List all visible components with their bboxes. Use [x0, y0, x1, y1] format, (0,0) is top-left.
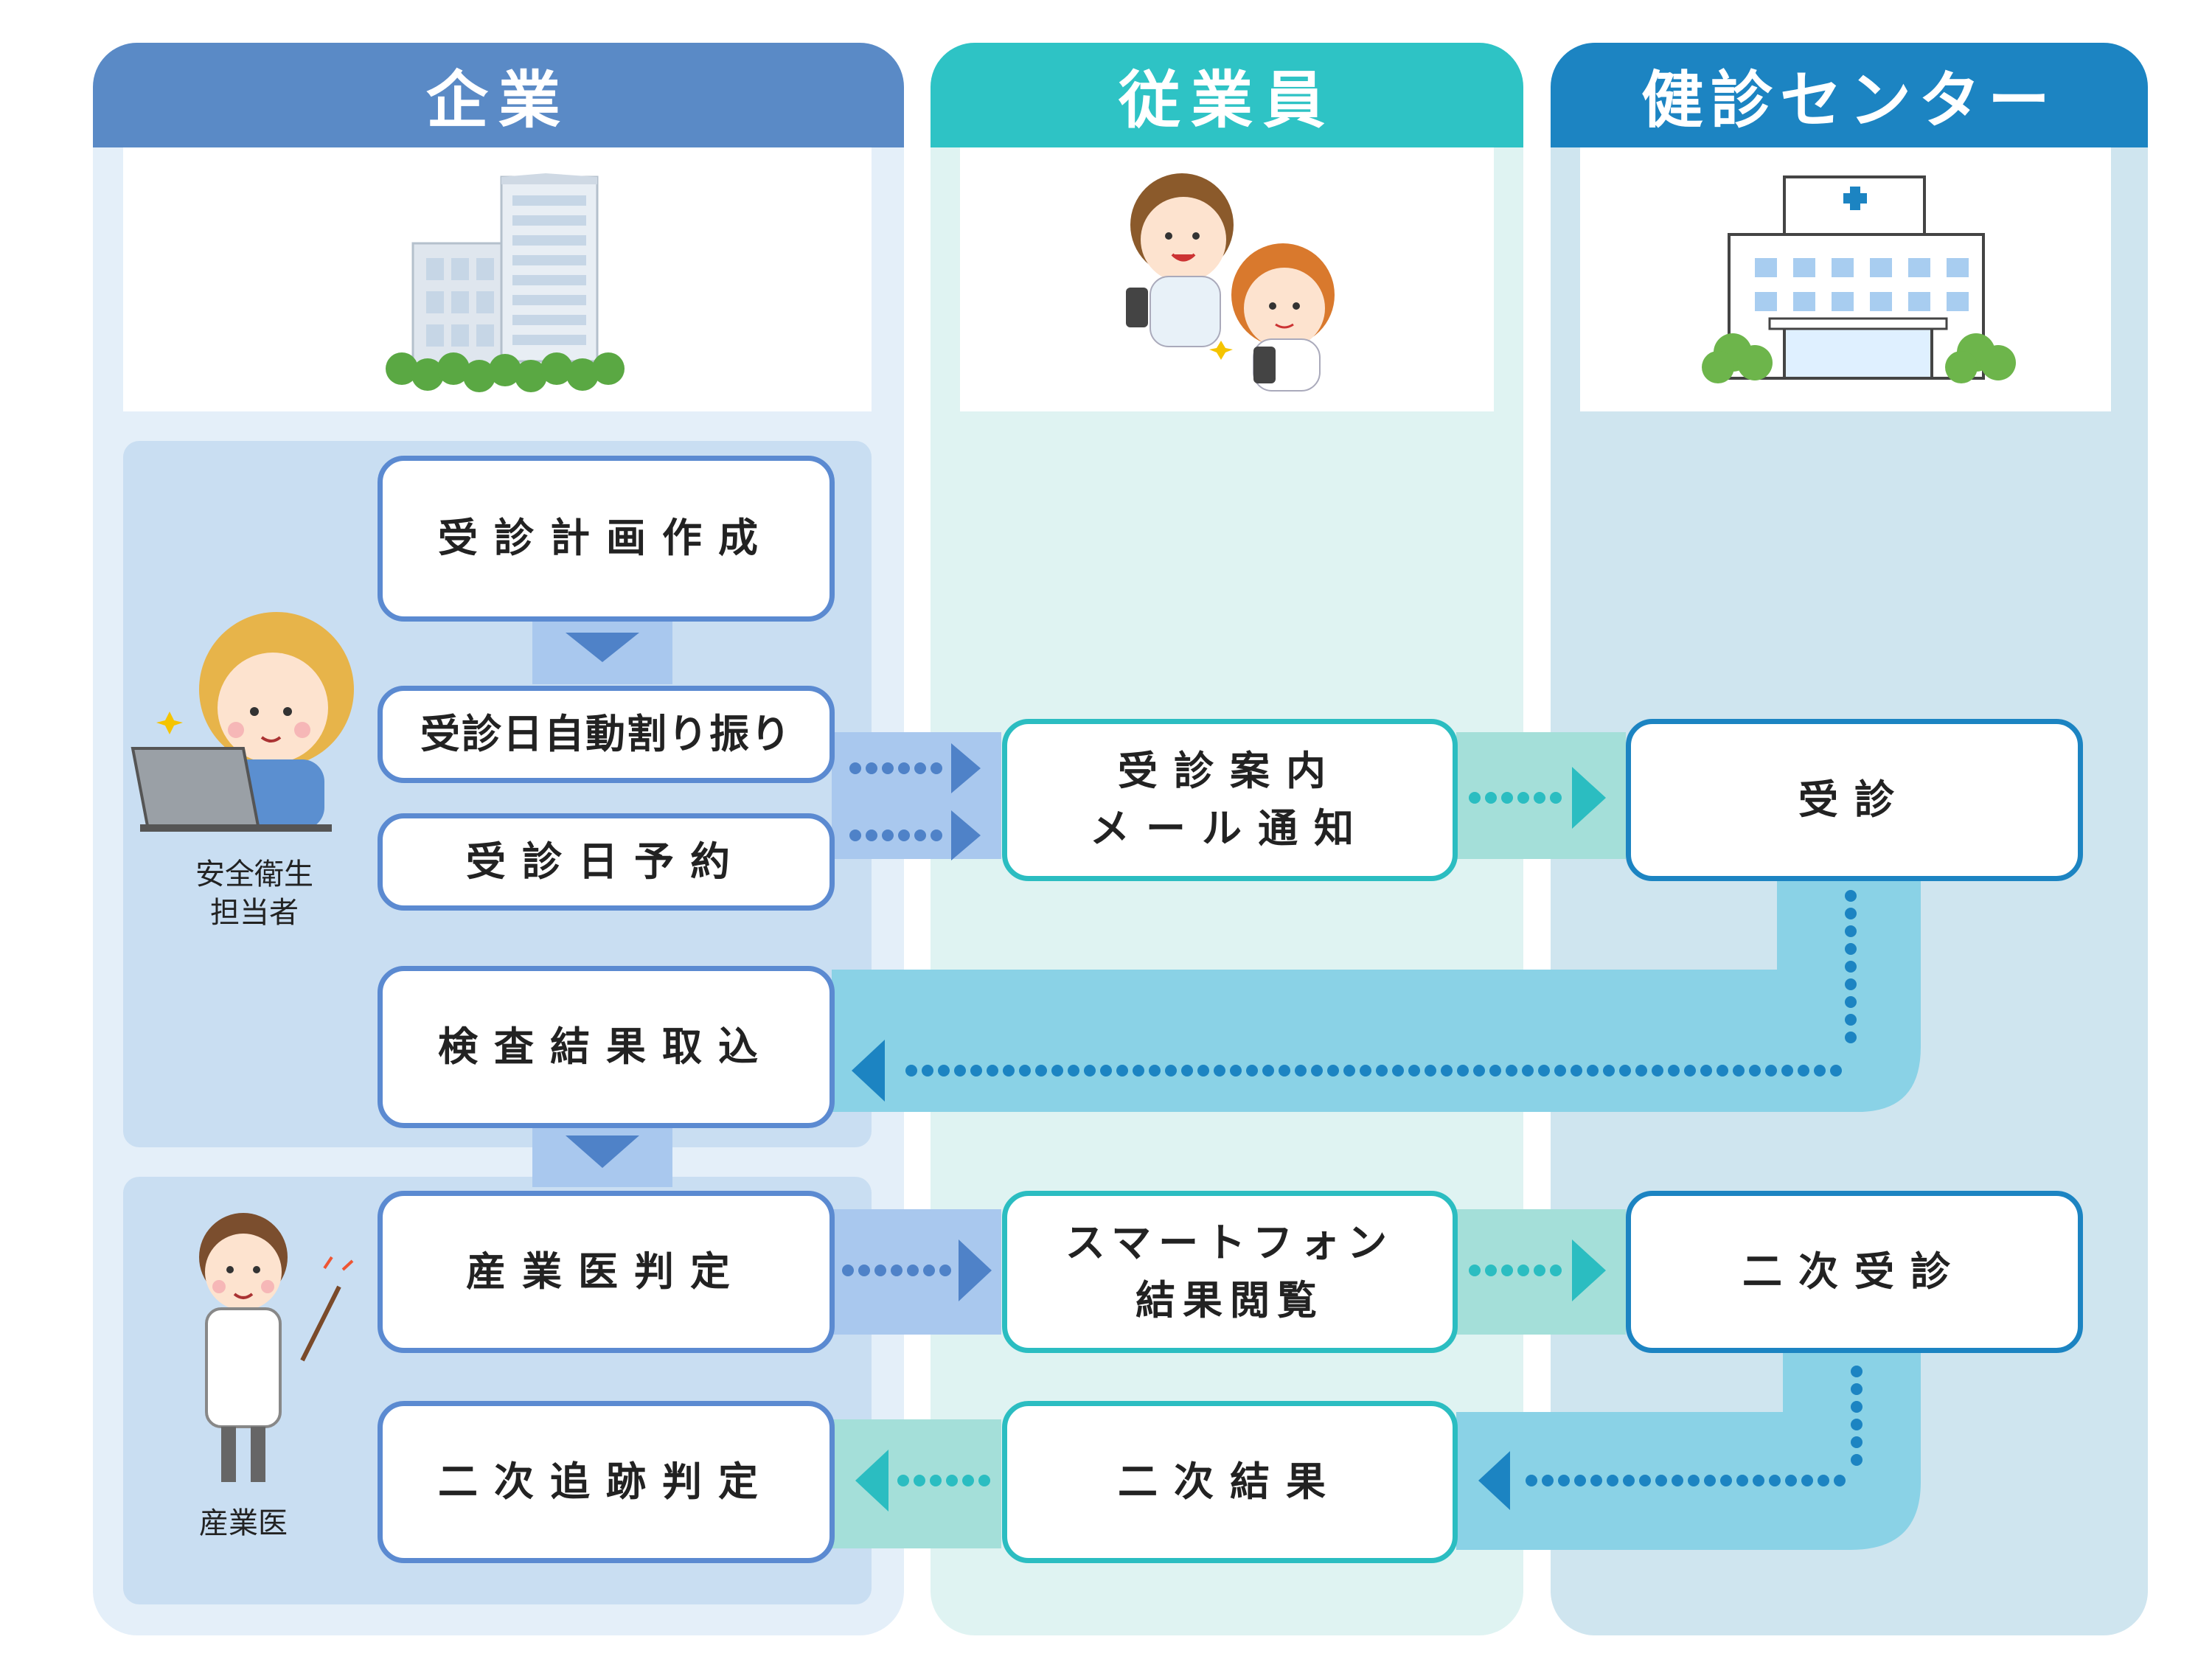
step-import-results: 検査結果取込: [378, 966, 835, 1128]
step-second-result: 二次結果: [1002, 1401, 1458, 1563]
column-center-header: 健診センター: [1551, 43, 2148, 147]
step-auto-assign: 受診日自動割り振り: [378, 686, 835, 783]
employees-smartphone-icon: [1126, 173, 1335, 392]
column-center-title: 健診センター: [1641, 63, 2057, 136]
column-employee-title: 従業員: [1118, 63, 1335, 136]
step-plan: 受診計画作成: [378, 456, 835, 622]
down-arrow-1: [566, 633, 639, 662]
arrow-to-second-result: [1478, 1451, 1510, 1510]
down-arrow-2: [566, 1135, 639, 1168]
doctor-pointer-icon: [199, 1213, 354, 1482]
office-building-icon: [386, 173, 625, 392]
band-exam-to-import: [832, 877, 1921, 1112]
band-second-exam-to-result: [1456, 1349, 1921, 1550]
industrial-doctor-label: 産業医: [199, 1506, 288, 1540]
step-doctor-judgment: 産業医判定: [378, 1191, 835, 1353]
step-second-exam: 二次受診: [1626, 1191, 2083, 1353]
step-mail-notice: 受診案内 メール通知: [1002, 719, 1458, 881]
step-smartphone-view: スマートフォン 結果閲覧: [1002, 1191, 1458, 1353]
column-company-title: 企業: [425, 63, 571, 136]
dotted-arrows: [842, 743, 1863, 1512]
column-company-header: 企業: [93, 43, 904, 147]
step-followup-judgment: 二次追跡判定: [378, 1401, 835, 1563]
step-reserve: 受診日予約: [378, 813, 835, 911]
step-exam: 受診: [1626, 719, 2083, 881]
column-employee-header: 従業員: [931, 43, 1523, 147]
safety-officer-label: 安全衛生 担当者: [195, 858, 313, 930]
arrow-to-import: [852, 1040, 885, 1102]
safety-officer-laptop-icon: [131, 612, 354, 832]
hospital-icon: [1702, 175, 2016, 383]
employee-illustration-frame: [960, 147, 1494, 411]
